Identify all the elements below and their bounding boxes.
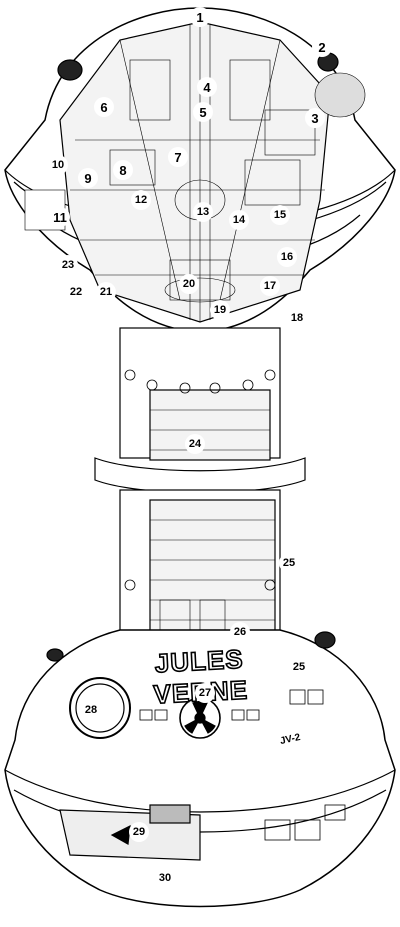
callout-23: 23 [58,255,78,275]
lower-grille [149,804,191,824]
callout-22: 22 [66,282,86,302]
lower-rim-band [4,769,396,813]
callout-25: 25 [279,553,299,573]
callout-29: 29 [129,822,149,842]
callout-12: 12 [131,190,151,210]
callout-27: 27 [195,683,215,703]
callout-13: 13 [193,202,213,222]
callout-16: 16 [277,247,297,267]
lower-module [4,629,396,908]
callout-9: 9 [78,168,98,188]
callout-6: 6 [94,97,114,117]
callout-10: 10 [48,155,68,175]
lower-porthole [46,648,64,662]
callout-21: 21 [96,282,116,302]
callout-30: 30 [155,868,175,888]
shaft-interior-detail [150,409,275,631]
callout-3: 3 [305,108,325,128]
callout-8: 8 [113,160,133,180]
shaft-bolts [124,369,276,591]
callout-17: 17 [260,276,280,296]
callout-20: 20 [179,274,199,294]
lower-panels [139,689,346,841]
callout-1: 1 [190,7,210,27]
cutaway-opening [59,21,331,323]
callout-24: 24 [185,434,205,454]
callout-25b: 25 [289,657,309,677]
callout-14: 14 [229,210,249,230]
dome-porthole [57,59,83,81]
callout-2: 2 [312,37,332,57]
callout-28: 28 [81,700,101,720]
shaft-cutaway [149,499,276,636]
callout-4: 4 [197,77,217,97]
shaft-collar [94,457,306,494]
callout-18: 18 [287,308,307,328]
callout-26: 26 [230,622,250,642]
shaft-cutaway [149,389,271,461]
upper-module [4,7,396,333]
port-hatch-rim [75,683,125,733]
central-shaft [94,327,306,641]
callout-7: 7 [168,147,188,167]
callout-19: 19 [210,300,230,320]
callout-11: 11 [50,207,70,227]
lower-porthole [314,631,336,649]
callout-15: 15 [270,205,290,225]
callout-5: 5 [193,102,213,122]
